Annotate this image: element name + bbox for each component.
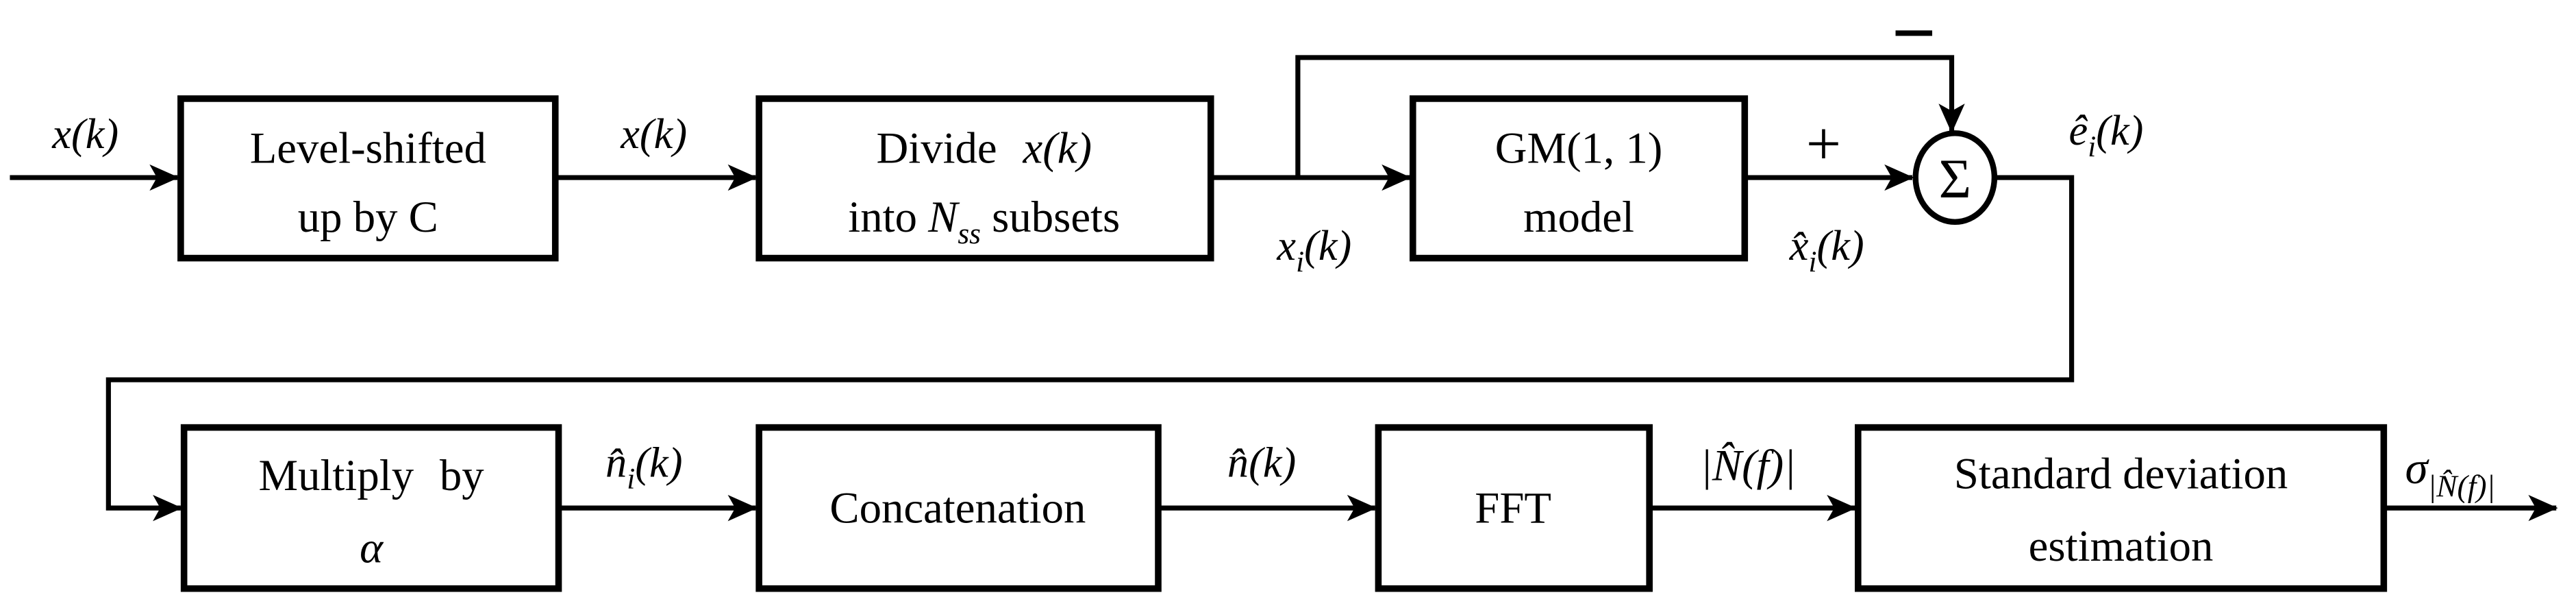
label-error-signal: êi(k) [2069,107,2144,163]
divide-line2-subscript: ss [958,218,981,250]
label-input-signal: x(k) [51,110,118,158]
block-fft-box [1375,424,1653,592]
connector-sum-to-multiply [105,175,2075,522]
scaled-base: n̂ [605,439,627,487]
block-concatenation-box [755,424,1162,592]
label-spectrum-magnitude: |N̂(f)| [1700,441,1796,490]
sigma-base: σ [2405,442,2430,494]
sigma-subscript: |N̂(f)| [2428,468,2495,503]
scaled-subscript: i [627,463,635,495]
label-subset-signal: xi(k) [1276,222,1351,278]
divide-line1-text: Divide [876,123,1023,173]
plus-sign: + [1806,109,1841,178]
block-concatenation-label: Concatenation [829,484,1086,533]
block-gm-model-label-line1: GM(1, 1) [1495,123,1663,173]
block-std-box [1855,424,2388,592]
sum-symbol: Σ [1939,147,1971,210]
block-gm-model-box [1409,95,1749,262]
scaled-args: (k) [635,439,682,487]
block-level-shift-label-line1: Level-shifted [250,123,486,173]
minus-sign: − [1892,0,1937,76]
connector-branch-to-sum [1295,55,1965,178]
divide-line1-math: x(k) [1022,123,1092,173]
label-gm-output-signal: x̂i(k) [1789,222,1864,278]
divide-line2-math-base: N [927,193,960,242]
subset-args: (k) [1304,222,1351,269]
block-std-label-line2: estimation [2029,522,2214,571]
block-level-shift-label-line2: up by C [298,193,438,242]
block-divide-box [755,95,1214,262]
label-scaled-noise-signal: n̂i(k) [605,439,682,496]
block-multiply-label-line2: α [360,523,384,572]
error-args: (k) [2096,107,2143,154]
label-sigma-output: σ|N̂(f)| [2405,442,2496,503]
block-divide-label-line1: Divide x(k) [876,123,1092,173]
subset-subscript: i [1296,246,1304,278]
summation-node [1912,130,1998,226]
block-level-shift-box [177,95,559,262]
gm-out-args: (k) [1816,222,1864,269]
gm-out-subscript: i [1808,246,1816,278]
error-subscript: i [2088,131,2096,163]
block-divide-label-line2: into Nss subsets [848,193,1120,250]
error-base: ê [2069,107,2088,154]
subset-base: x [1276,222,1296,269]
divide-line2-text-post: subsets [981,193,1120,242]
block-gm-model-label-line2: model [1523,193,1634,242]
block-std-label-line1: Standard deviation [1954,449,2288,498]
gm-out-base: x̂ [1789,222,1809,269]
divide-line2-text: into [848,193,928,242]
block-multiply-label-line1: Multiply by [259,451,485,500]
block-fft-label: FFT [1475,484,1551,533]
block-multiply-box [180,424,562,592]
label-shifted-signal: x(k) [620,110,687,158]
label-concatenated-noise-signal: n̂(k) [1227,439,1296,487]
